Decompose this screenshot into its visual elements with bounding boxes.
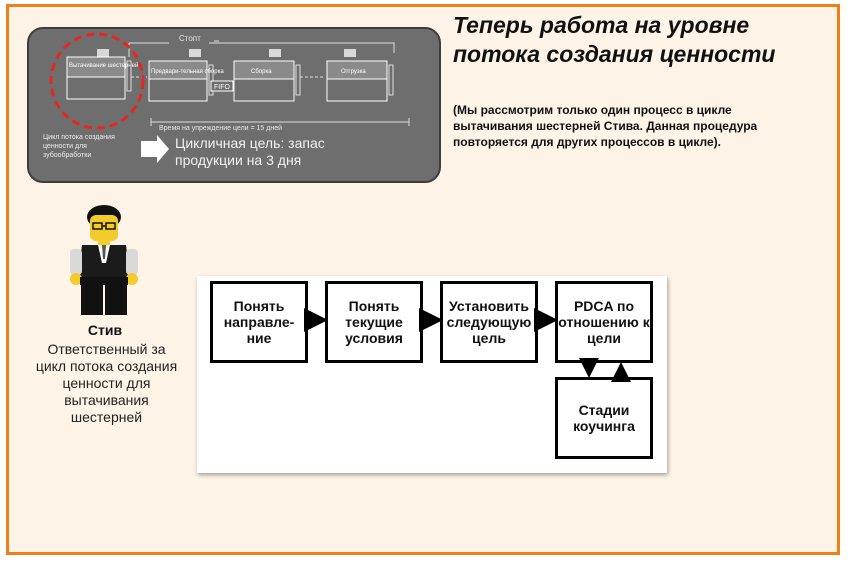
person-role: Ответственный за цикл потока создания це… [35,341,178,425]
svg-text:Сборка: Сборка [251,69,272,75]
vsm-process-4: Отгрузка [326,60,394,102]
person-name: Стив [87,322,123,338]
fifo-label: FIFO [214,84,230,91]
flow-arrows [304,308,631,382]
vsm-process-3: Сборка [233,60,301,102]
value-stream-map-drawing: Стопт Вытачивание шестерней Предвари-тел… [43,32,410,168]
steve-figure-icon [70,205,138,315]
slide-title: Теперь работа на уровне потока создания … [453,12,776,67]
customer-label: Стопт [179,34,201,43]
svg-text:Вытачивание шестерней: Вытачивание шестерней [69,62,138,69]
fifo-lane [210,80,234,92]
highlight-circle [49,32,145,130]
kanban-flag-icon [189,49,201,57]
kanban-flag-icon [344,49,356,57]
target-label: Цикличная цель: запас продукции на 3 дня [175,135,325,168]
cycle-label: Цикл потока создания ценности для зубооб… [43,134,115,159]
svg-text:Предвари-тельная сборка: Предвари-тельная сборка [151,69,224,75]
kanban-flag-icon [269,49,281,57]
right-arrow-icon [141,135,169,163]
kanban-flag-icon [97,49,109,57]
flow-step-current-condition: Понять текущие условия [325,281,423,363]
flow-step-target: Установить следующую цель [440,281,538,363]
note-text: (Мы рассмотрим только один процесс в цик… [453,103,758,149]
value-stream-map: Стопт Вытачивание шестерней Предвари-тел… [27,27,441,183]
vsm-process-1: Вытачивание шестерней [66,56,138,100]
vsm-process-2: Предвари-тельная сборка [148,60,224,102]
flow-step-coaching: Стадии коучинга [555,377,653,459]
svg-text:Отгрузка: Отгрузка [341,69,366,75]
coaching-flow-diagram: Понять направле-ние Понять текущие услов… [197,276,667,473]
flow-step-pdca: PDCA по отношению к цели [555,281,653,363]
timeline-label: Время на упреждение цели = 15 дней [159,124,282,132]
